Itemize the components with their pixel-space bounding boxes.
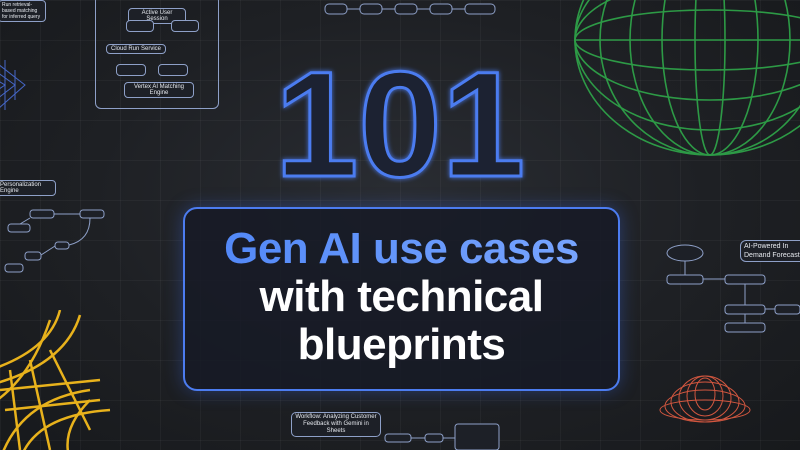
session-flow-diagram: Active User Session Cloud Run Service Ve… — [95, 0, 219, 109]
yellow-mesh-graphic — [0, 310, 111, 450]
personalization-engine-title: Personalization Engine — [0, 180, 56, 196]
green-mesh-sphere — [574, 0, 800, 156]
headline-line-2: with technical — [259, 272, 544, 321]
number-101-text: 101 — [275, 48, 525, 198]
flow-node — [171, 20, 199, 32]
number-101: 101 — [273, 48, 526, 198]
workflow-title: Workflow: Analyzing Customer Feedback wi… — [291, 412, 381, 437]
personalization-flow — [4, 209, 105, 273]
red-mesh-graphic — [659, 375, 751, 423]
title-panel: Gen AI use cases with technical blueprin… — [183, 207, 620, 391]
workflow-flow — [384, 423, 500, 450]
cloud-run-service-box: Cloud Run Service — [106, 44, 166, 54]
flow-node — [126, 20, 154, 32]
forecast-flow — [666, 244, 800, 333]
flow-node — [116, 64, 146, 76]
top-flow-diagram — [324, 3, 496, 15]
flow-node — [158, 64, 188, 76]
vertex-engine-box: Vertex AI Matching Engine — [124, 82, 194, 98]
blue-mesh-graphic — [0, 60, 26, 110]
forecast-title: AI-Powered In Demand Forecast — [740, 240, 800, 262]
headline-line-3: blueprints — [297, 320, 506, 369]
headline-line-1: Gen AI use cases — [185, 225, 618, 273]
top-left-note: Run retrieval-based matching for inferre… — [0, 0, 46, 22]
